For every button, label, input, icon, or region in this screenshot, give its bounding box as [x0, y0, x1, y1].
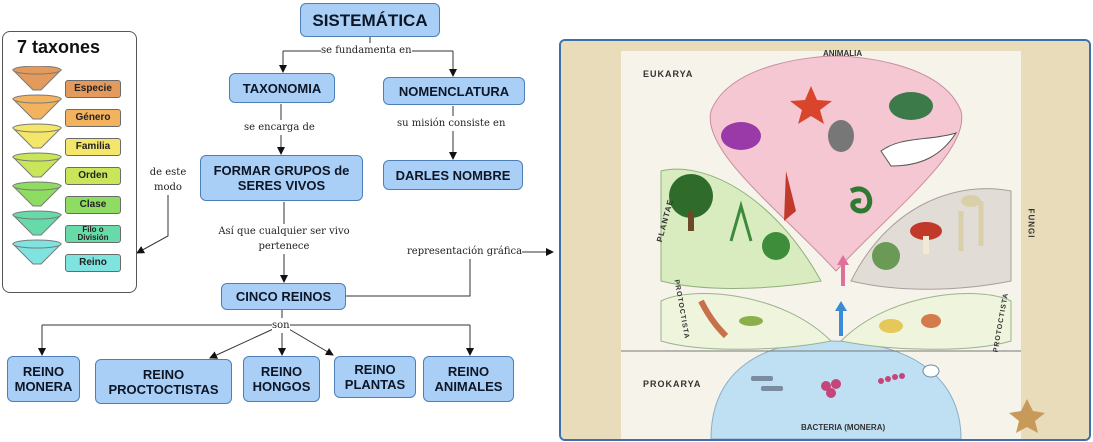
- taxa-level-filo-o-división: Filo o División: [65, 225, 121, 243]
- node-reino-plantas[interactable]: REINO PLANTAS: [334, 356, 416, 398]
- node-reino-proctoctistas[interactable]: REINO PROCTOCTISTAS: [95, 359, 232, 404]
- label-bacteria: BACTERIA (MONERA): [801, 423, 886, 432]
- organism-shapes: [669, 86, 1045, 433]
- label-eukarya: EUKARYA: [643, 69, 694, 79]
- node-sistematica[interactable]: SISTEMÁTICA: [300, 3, 440, 37]
- taxa-level-especie: Especie: [65, 80, 121, 98]
- link-son: son: [272, 318, 290, 333]
- link-modo: de este modo: [146, 165, 190, 195]
- node-nomenclatura[interactable]: NOMENCLATURA: [383, 77, 525, 105]
- link-mision: su misión consiste en: [397, 116, 506, 131]
- taxa-funnel-rim-1: [12, 66, 62, 75]
- taxa-level-orden: Orden: [65, 167, 121, 185]
- taxa-level-familia: Familia: [65, 138, 121, 156]
- label-prokarya: PROKARYA: [643, 379, 702, 389]
- kingdoms-image: EUKARYA PROKARYA ANIMALIA PLANTAE FUNGI …: [559, 39, 1091, 441]
- label-fungi: FUNGI: [1026, 208, 1036, 239]
- link-representacion: representación gráfica: [407, 244, 523, 259]
- label-animalia: ANIMALIA: [823, 49, 863, 58]
- taxa-funnel-rim-2: [12, 94, 62, 104]
- link-asi: Así que cualquier ser vivo pertenece: [210, 224, 358, 254]
- node-taxonomia[interactable]: TAXONOMIA: [229, 73, 335, 103]
- kingdoms-illustration: [561, 41, 1089, 439]
- taxa-funnel-rim-6: [12, 210, 62, 220]
- taxa-level-género: Género: [65, 109, 121, 127]
- taxa-funnel-rim-3: [12, 123, 62, 133]
- taxa-funnel-graphic: [11, 66, 63, 265]
- link-fundamenta: se fundamenta en: [321, 43, 412, 58]
- node-reino-animales[interactable]: REINO ANIMALES: [423, 356, 514, 402]
- taxa-funnel-rim-7: [12, 239, 62, 249]
- taxa-title: 7 taxones: [17, 37, 101, 57]
- node-darles-nombre[interactable]: DARLES NOMBRE: [383, 160, 523, 190]
- node-reino-hongos[interactable]: REINO HONGOS: [243, 356, 320, 402]
- node-formar-grupos[interactable]: FORMAR GRUPOS de SERES VIVOS: [200, 155, 363, 201]
- node-cinco-reinos[interactable]: CINCO REINOS: [221, 283, 346, 310]
- link-encarga: se encarga de: [244, 120, 315, 135]
- node-reino-monera[interactable]: REINO MONERA: [7, 356, 80, 402]
- taxa-funnel-rim-4: [12, 152, 62, 162]
- taxa-funnel-rim-5: [12, 181, 62, 191]
- taxa-level-reino: Reino: [65, 254, 121, 272]
- taxa-level-clase: Clase: [65, 196, 121, 214]
